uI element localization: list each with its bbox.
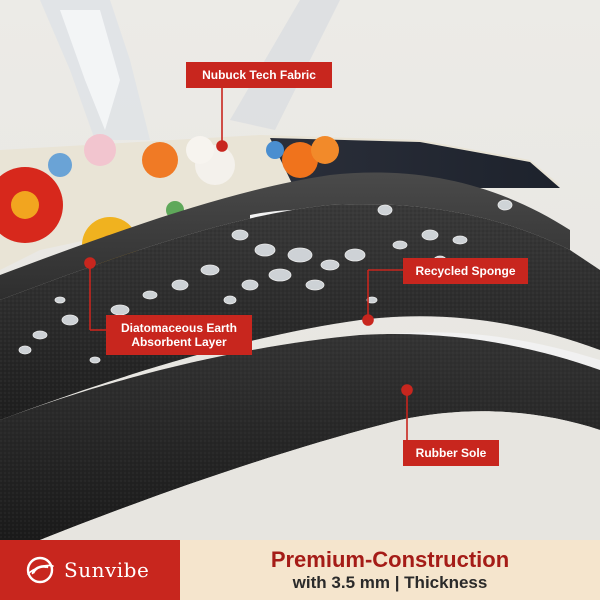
- callout-label: Nubuck Tech Fabric: [202, 68, 316, 82]
- callout-label-line1: Diatomaceous Earth: [120, 321, 238, 335]
- callout-recycled-sponge: Recycled Sponge: [403, 258, 528, 284]
- tagline-block: Premium-Construction with 3.5 mm | Thick…: [180, 540, 600, 600]
- sunvibe-logo-icon: [26, 556, 54, 584]
- footer-banner: Sunvibe Premium-Construction with 3.5 mm…: [0, 540, 600, 600]
- callout-leaders: [84, 86, 413, 440]
- callout-diatomaceous-earth: Diatomaceous Earth Absorbent Layer: [106, 315, 252, 355]
- callout-rubber-sole: Rubber Sole: [403, 440, 499, 466]
- brand-name: Sunvibe: [64, 558, 150, 582]
- nubuck-top-layer: [0, 172, 570, 300]
- tagline-main: Premium-Construction: [270, 547, 510, 572]
- callout-label: Rubber Sole: [415, 446, 487, 460]
- brand-block: Sunvibe: [0, 540, 180, 600]
- callout-label: Recycled Sponge: [415, 264, 516, 278]
- water-droplets: [18, 199, 513, 364]
- callout-label-line2: Absorbent Layer: [131, 335, 227, 349]
- callout-nubuck-tech-fabric: Nubuck Tech Fabric: [186, 62, 332, 88]
- tagline-sub: with 3.5 mm | Thickness: [292, 573, 488, 592]
